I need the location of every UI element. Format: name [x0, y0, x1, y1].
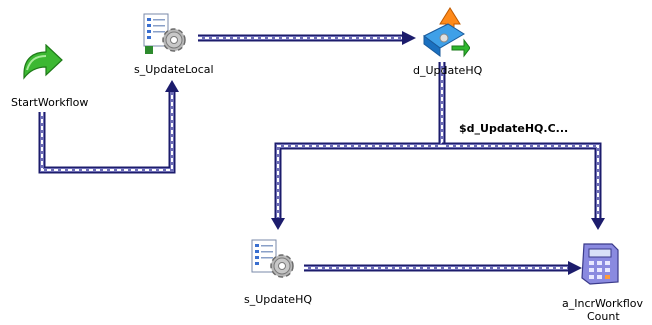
link-decision-to-incrcount[interactable] [442, 142, 605, 230]
link-condition-label[interactable]: $d_UpdateHQ.C... [459, 122, 569, 135]
session-gear-icon [251, 239, 294, 278]
node-a-incrworkflowcount[interactable] [578, 242, 620, 286]
node-s-updatehq[interactable] [250, 238, 300, 286]
node-label-incr-count-line2: Count [587, 310, 620, 323]
link-updatehq-to-incrcount[interactable] [304, 261, 582, 275]
session-gear-icon [143, 13, 186, 54]
node-start-workflow[interactable] [18, 44, 64, 86]
link-updatelocal-to-decision[interactable] [198, 31, 416, 45]
green-start-arrow-icon [23, 44, 63, 80]
node-label-incr-count-line1: a_IncrWorkflov [562, 297, 644, 310]
node-label-s-updatelocal: s_UpdateLocal [134, 63, 214, 76]
node-s-updatelocal[interactable] [142, 12, 192, 60]
node-label-s-updatehq: s_UpdateHQ [244, 293, 312, 306]
node-label-d-updatehq: d_UpdateHQ [413, 64, 483, 77]
link-decision-to-updatehq[interactable] [271, 62, 446, 230]
node-d-updatehq[interactable] [418, 6, 470, 60]
calculator-icon [581, 243, 619, 285]
decision-icon [423, 7, 470, 58]
node-label-start-workflow: StartWorkflow [11, 96, 89, 109]
link-start-to-updatelocal[interactable] [38, 80, 179, 174]
